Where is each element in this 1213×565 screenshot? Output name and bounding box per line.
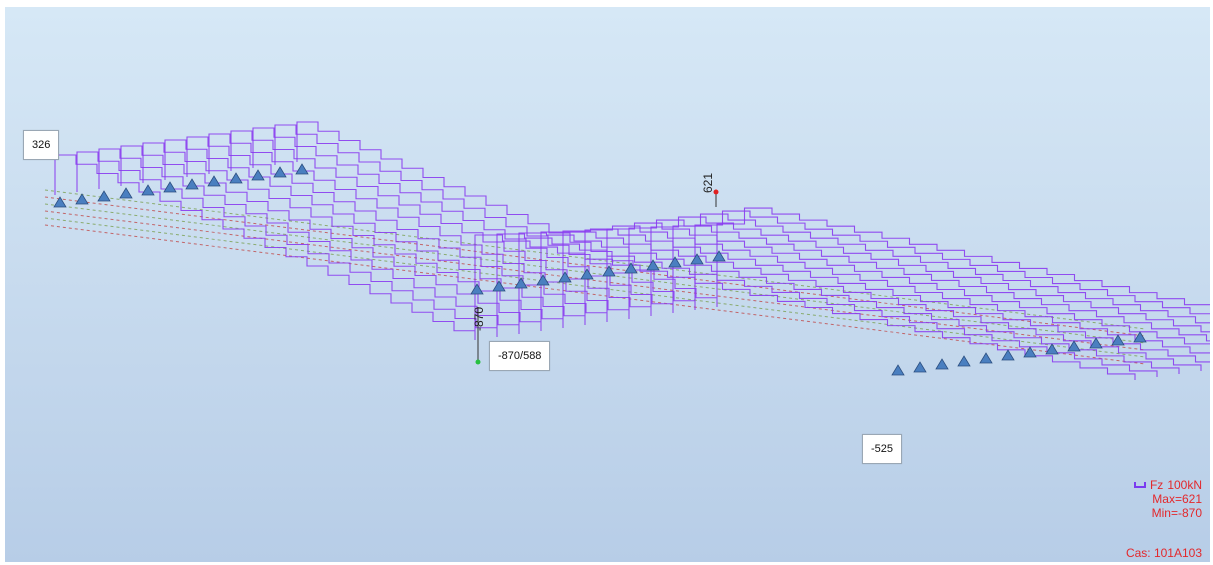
support-icon — [1089, 337, 1103, 349]
shear-diagram-girder — [142, 142, 1210, 363]
callout-max-min: -870/588 — [489, 341, 551, 371]
support-icon — [514, 277, 528, 289]
beam-axis-line — [44, 224, 1146, 365]
shear-diagram-girder — [230, 130, 1210, 333]
support-icon — [558, 271, 572, 283]
legend-scale: 100kN — [1167, 478, 1202, 492]
callout-left-end: 326 — [23, 130, 60, 160]
max-point-marker — [713, 189, 719, 195]
support-icon — [1067, 340, 1081, 352]
beam-axis-line — [44, 203, 1146, 344]
support-icon — [668, 256, 682, 268]
legend-component: Fz — [1149, 478, 1164, 492]
beam-axis-line — [44, 196, 1146, 337]
callout-max-min-value: -870/588 — [498, 350, 542, 362]
shear-diagram-girder — [164, 139, 1210, 354]
shear-diagram-girder — [120, 145, 1202, 371]
beam-axis-line — [44, 217, 1146, 358]
support-icon — [185, 178, 199, 190]
shear-diagram-girder — [76, 151, 1158, 377]
support-icon — [119, 187, 133, 199]
result-legend: Fz 100kN Max=621 Min=-870 — [1133, 478, 1202, 520]
support-icon — [913, 361, 927, 373]
callout-right-min-value: -525 — [871, 443, 894, 455]
support-icon — [229, 172, 243, 184]
support-icon — [53, 196, 67, 208]
support-icon — [207, 175, 221, 187]
support-icon — [492, 280, 506, 292]
beam-axis-line — [44, 210, 1146, 351]
support-icon — [712, 250, 726, 262]
3d-viewport[interactable]: 621 -870 326 -870/588 -525 Fz 100kN Max=6… — [5, 7, 1210, 562]
legend-min: Min=-870 — [1151, 506, 1202, 520]
shear-diagram-girder — [252, 127, 1210, 324]
support-icon — [536, 274, 550, 286]
support-icon — [163, 181, 177, 193]
support-icon — [251, 169, 265, 181]
support-icon — [273, 166, 287, 178]
support-icon — [1023, 346, 1037, 358]
shear-diagram-girder — [98, 148, 1180, 374]
support-icon — [580, 268, 594, 280]
shear-diagram-girder — [296, 121, 1210, 307]
support-icon — [295, 163, 309, 175]
load-case-label: Cas: 101A103 — [1125, 546, 1202, 560]
force-diagram-scene: 621 -870 — [44, 121, 1210, 380]
support-icon — [97, 190, 111, 202]
shear-diagram-girder — [54, 154, 1136, 380]
diagram-swatch-icon — [1133, 482, 1146, 488]
shear-diagram-girder — [186, 136, 1210, 345]
support-icon — [1111, 334, 1125, 346]
support-icon — [957, 355, 971, 367]
shear-diagram-girder — [274, 124, 1210, 315]
support-icon — [1045, 343, 1059, 355]
support-icon — [602, 265, 616, 277]
support-icon — [470, 283, 484, 295]
support-icon — [690, 253, 704, 265]
max-value-label: 621 — [701, 173, 715, 193]
support-icon — [75, 193, 89, 205]
callout-right-min: -525 — [862, 434, 903, 464]
legend-max: Max=621 — [1152, 492, 1202, 506]
support-icon — [624, 262, 638, 274]
min-point-marker — [475, 359, 481, 365]
callout-left-end-value: 326 — [32, 139, 51, 151]
shear-diagram-girder — [208, 133, 1210, 342]
support-icon — [1001, 349, 1015, 361]
support-icon — [891, 364, 905, 376]
support-icon — [646, 259, 660, 271]
support-icon — [141, 184, 155, 196]
support-icon — [979, 352, 993, 364]
min-value-label: -870 — [472, 307, 486, 331]
support-icon — [935, 358, 949, 370]
support-icon — [1133, 331, 1147, 343]
